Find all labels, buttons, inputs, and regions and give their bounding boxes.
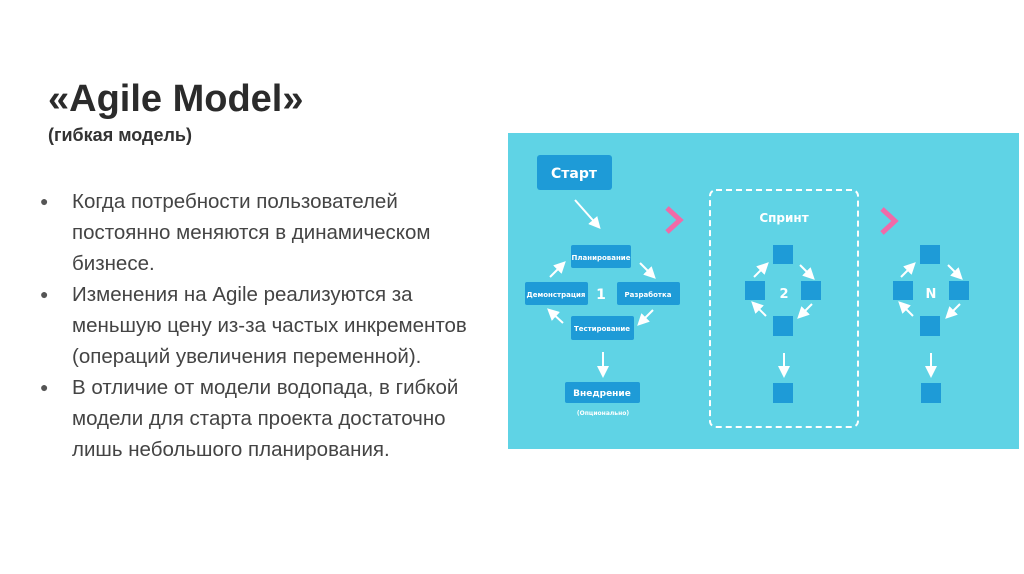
sprint-label: Спринт [759, 211, 808, 225]
step-box [745, 281, 765, 300]
demo-label: Демонстрация [527, 291, 586, 299]
arrow-icon [753, 262, 769, 278]
deployment-box [565, 382, 640, 403]
bullet-icon: ● [40, 379, 49, 395]
development-box [617, 282, 680, 305]
iteration-n: N [893, 245, 969, 403]
bullet-item: ● Изменения на Agile реализуются за меньш… [40, 279, 500, 372]
arrow-icon [637, 309, 654, 326]
deployment-label: Внедрение [573, 389, 631, 399]
bullet-icon: ● [40, 193, 49, 209]
arrow-icon [547, 308, 564, 324]
iteration-1: Планирование Демонстрация Разработка Тес… [525, 245, 680, 417]
step-box [921, 383, 941, 403]
arrow-icon [549, 261, 566, 278]
step-box [893, 281, 913, 300]
step-box [773, 245, 793, 264]
testing-label: Тестирование [574, 325, 630, 333]
arrow-icon [898, 301, 914, 317]
arrow-icon [947, 264, 963, 280]
bullet-text: Изменения на Agile реализуются за меньшу… [72, 283, 467, 368]
demo-box [525, 282, 588, 305]
arrow-icon [945, 303, 961, 319]
step-box [773, 316, 793, 336]
iteration-number: 1 [596, 287, 606, 303]
iteration-number: 2 [779, 287, 788, 302]
chevron-right-icon [880, 207, 899, 235]
testing-box [571, 316, 634, 340]
chevron-right-icon [665, 206, 684, 234]
arrow-icon [751, 301, 767, 317]
arrow-icon [639, 262, 656, 279]
slide-subtitle: (гибкая модель) [48, 125, 192, 145]
iteration-number: N [926, 287, 937, 302]
step-box [920, 245, 940, 264]
bullet-item: ● В отличие от модели водопада, в гибкой … [40, 372, 500, 465]
development-label: Разработка [625, 291, 672, 299]
bullet-text: Когда потребности пользователей постоянн… [72, 190, 431, 275]
arrow-icon [900, 262, 916, 278]
bullet-item: ● Когда потребности пользователей постоян… [40, 186, 500, 279]
step-box [920, 316, 940, 336]
optional-label: (Опционально) [577, 410, 629, 417]
bullet-text: В отличие от модели водопада, в гибкой м… [72, 376, 459, 461]
iteration-2: Спринт 2 [709, 189, 859, 428]
arrow-icon [799, 264, 815, 280]
bullet-icon: ● [40, 286, 49, 302]
slide-title: «Agile Model» [48, 78, 304, 120]
agile-diagram: Старт Планирование Демонстрация Разработ… [508, 133, 1019, 449]
step-box [773, 383, 793, 403]
planning-label: Планирование [572, 254, 631, 262]
arrow-icon [574, 199, 601, 229]
arrow-icon [797, 303, 813, 319]
start-label: Старт [551, 166, 598, 182]
step-box [949, 281, 969, 300]
start-box [537, 155, 612, 190]
step-box [801, 281, 821, 300]
bullet-list: ● Когда потребности пользователей постоян… [40, 186, 500, 465]
planning-box [571, 245, 631, 268]
